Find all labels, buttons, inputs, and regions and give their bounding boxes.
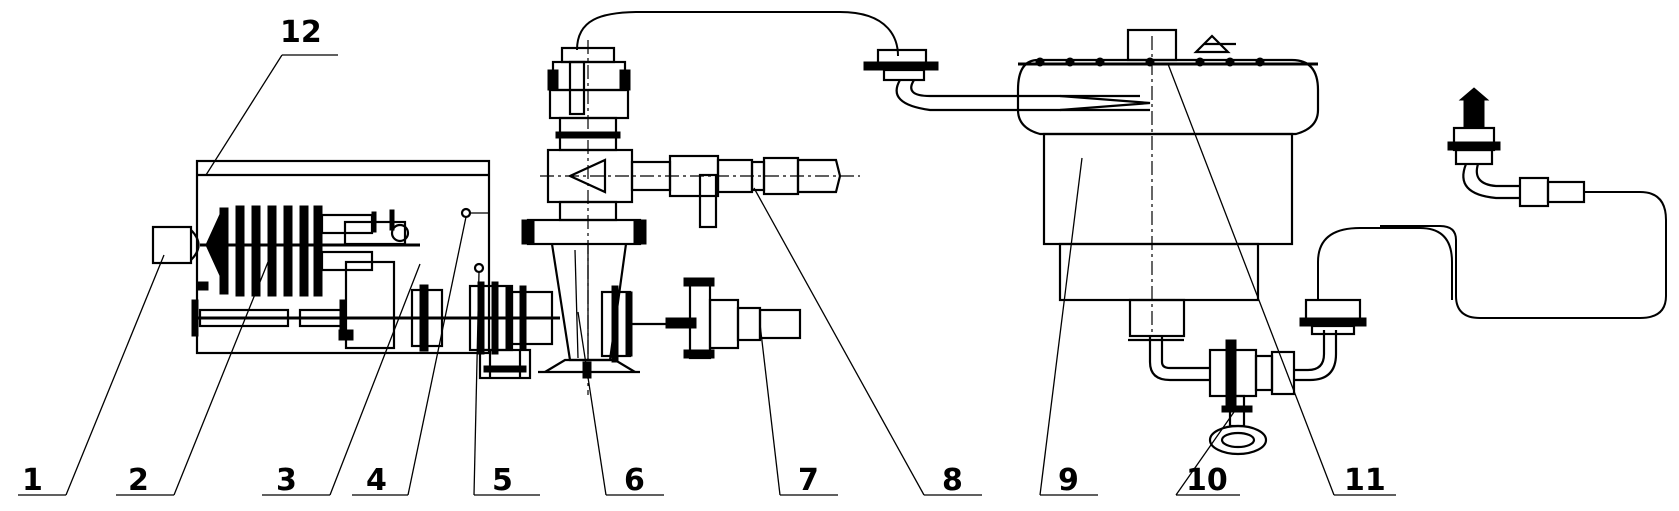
motor-end-cap: [151, 225, 200, 265]
label-2: 2: [128, 463, 149, 498]
label-4: 4: [366, 463, 387, 498]
plate-stack: [200, 205, 420, 297]
exhaust-outlet: [1380, 87, 1667, 319]
label-9: 9: [1058, 463, 1079, 498]
label-5: 5: [492, 463, 513, 498]
inlet-elbow: [863, 48, 1151, 112]
branch-fittings: [540, 40, 860, 395]
housing-box: [195, 159, 491, 355]
label-8: 8: [942, 463, 963, 498]
leader-lines: [18, 54, 1396, 496]
right-connector: [1299, 227, 1453, 336]
hopper-tank: [1016, 28, 1320, 382]
label-11: 11: [1344, 463, 1386, 498]
label-6: 6: [624, 463, 645, 498]
label-3: 3: [276, 463, 297, 498]
label-1: 1: [22, 463, 43, 498]
label-7: 7: [798, 463, 819, 498]
outlet-pipe: [600, 277, 802, 363]
bottom-valve: [1208, 330, 1338, 456]
label-10: 10: [1186, 463, 1228, 498]
drive-rails: [191, 260, 396, 350]
upper-hose: [576, 11, 899, 57]
vertical-column: [521, 46, 647, 379]
label-12: 12: [280, 15, 322, 50]
